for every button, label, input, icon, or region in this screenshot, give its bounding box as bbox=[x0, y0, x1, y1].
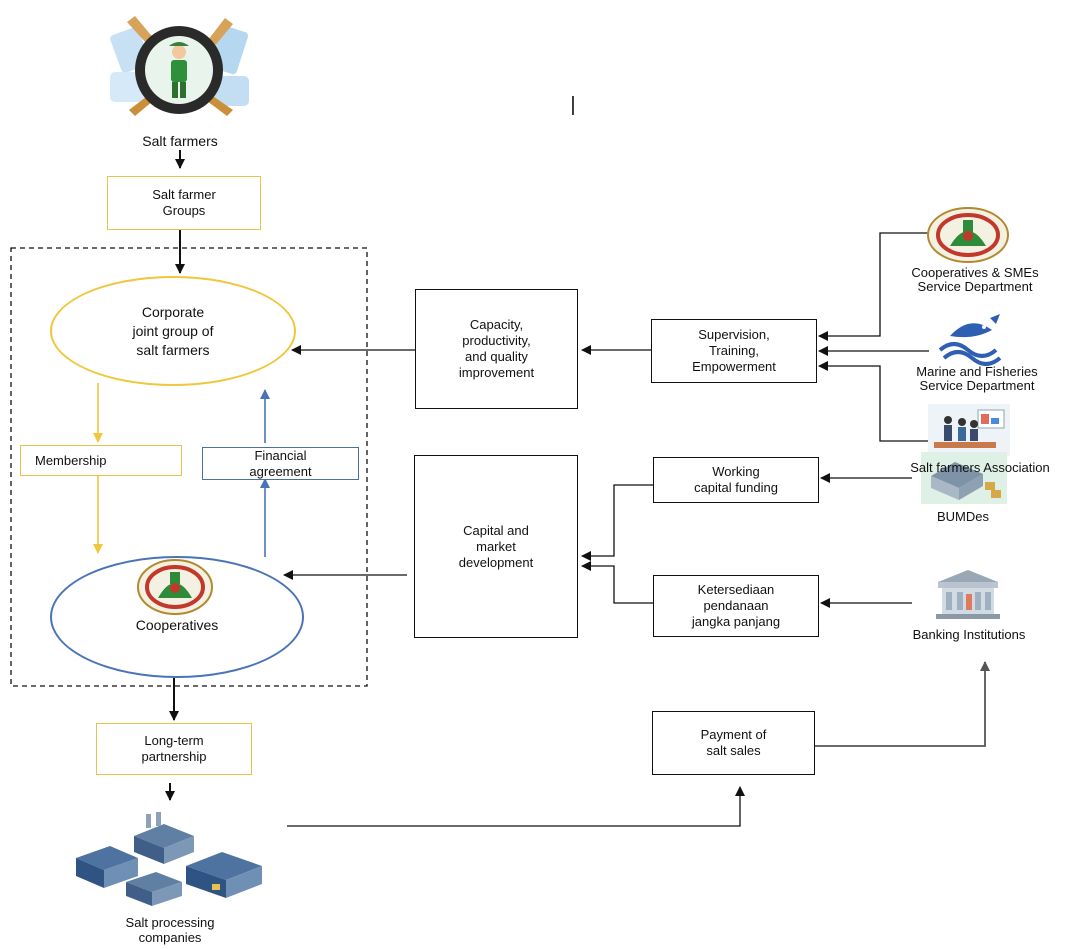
cooperatives-dept-emblem-icon bbox=[927, 207, 1009, 263]
warehouse-icon bbox=[921, 452, 1007, 504]
factory-cluster-icon bbox=[76, 812, 262, 906]
long-term-funding-box: Ketersediaan pendanaan jangka panjang bbox=[653, 575, 819, 637]
capacity-improvement-box: Capacity, productivity, and quality impr… bbox=[415, 289, 578, 409]
arrow-association-to-supervision bbox=[818, 361, 928, 442]
payment-salt-sales-box: Payment of salt sales bbox=[652, 711, 815, 775]
arrow-longterm-to-capital bbox=[581, 561, 653, 604]
salt-processing-companies-label: Salt processing companies bbox=[125, 915, 215, 945]
arrow-companies-to-payment bbox=[287, 786, 745, 827]
salt-farmer-icon bbox=[110, 16, 249, 116]
corporate-group-ellipse: Corporate joint group of salt farmers bbox=[50, 276, 296, 386]
cooperatives-smes-dept-label: Cooperatives & SMEs Service Department bbox=[911, 265, 1039, 294]
arrow-payment-to-banking bbox=[815, 661, 990, 747]
bumdes-label: BUMDes bbox=[936, 509, 989, 524]
marine-fisheries-logo-icon bbox=[938, 314, 1002, 366]
working-capital-box: Working capital funding bbox=[653, 457, 819, 503]
arrow-working-to-capital bbox=[581, 484, 653, 561]
financial-agreement-box: Financial agreement bbox=[202, 447, 359, 480]
meeting-people-icon bbox=[928, 404, 1010, 456]
bank-building-icon bbox=[936, 570, 1000, 619]
banking-institutions-label: Banking Institutions bbox=[912, 627, 1026, 642]
stray-vertical-mark: | bbox=[570, 94, 576, 116]
corporate-boundary bbox=[10, 247, 368, 687]
supervision-box: Supervision, Training, Empowerment bbox=[651, 319, 817, 383]
salt-farmer-groups-box: Salt farmer Groups bbox=[107, 176, 261, 230]
long-term-partnership-box: Long-term partnership bbox=[96, 723, 252, 775]
cooperatives-ellipse: Cooperatives bbox=[50, 556, 304, 678]
cooperatives-label: Cooperatives bbox=[135, 617, 219, 633]
salt-farmers-label: Salt farmers bbox=[142, 133, 218, 149]
arrow-coopdept-to-supervision bbox=[818, 232, 928, 341]
salt-farmers-association-label: Salt farmers Association bbox=[910, 460, 1050, 475]
marine-fisheries-dept-label: Marine and Fisheries Service Department bbox=[916, 364, 1038, 393]
membership-box: Membership bbox=[20, 445, 182, 476]
capital-market-box: Capital and market development bbox=[414, 455, 578, 638]
